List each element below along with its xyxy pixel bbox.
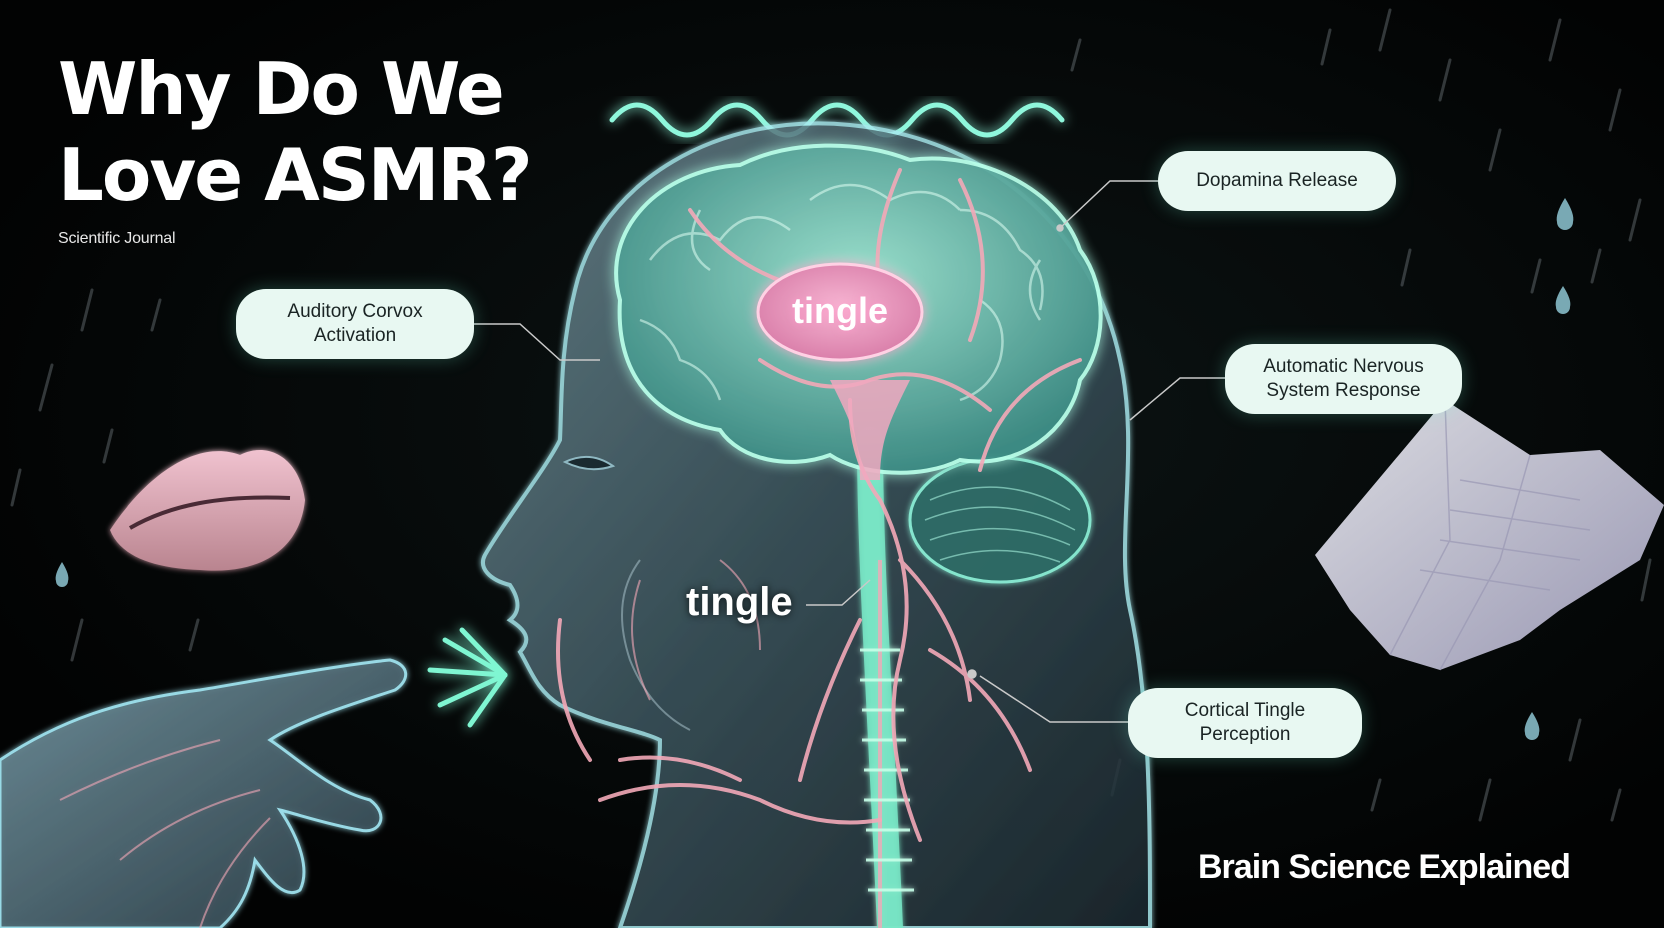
lips-icon (110, 450, 305, 571)
tingle-region (756, 262, 924, 362)
sound-wave-icon (609, 102, 1065, 138)
eye (562, 455, 616, 471)
callout-auditory-activation: Auditory Corvox Activation (236, 289, 474, 359)
hand-icon (0, 658, 408, 928)
crumpled-paper-icon (1315, 399, 1664, 671)
callout-nervous-system-response: Automatic Nervous System Response (1225, 344, 1462, 414)
brainstem (830, 380, 910, 480)
footer-tagline: Brain Science Explained (1198, 848, 1571, 886)
callout-leader-lines (474, 180, 1225, 723)
rain-streaks (10, 8, 1652, 822)
callout-dopamine-release: Dopamina Release (1158, 151, 1396, 211)
sound-burst-icon (427, 627, 508, 728)
callout-cortical-tingle: Cortical Tingle Perception (1128, 688, 1362, 758)
tingle-brain-label: tingle (792, 290, 888, 331)
publication-label: Scientific Journal (58, 230, 176, 247)
jaw-line (621, 559, 691, 731)
cerebellum (908, 456, 1092, 584)
page-title: Why Do We Love ASMR? (58, 47, 533, 217)
tingle-face-label: tingle (686, 580, 793, 624)
face-nerve-lines (631, 559, 761, 701)
raindrop-icon (55, 198, 1574, 740)
spinal-cord (857, 427, 914, 928)
